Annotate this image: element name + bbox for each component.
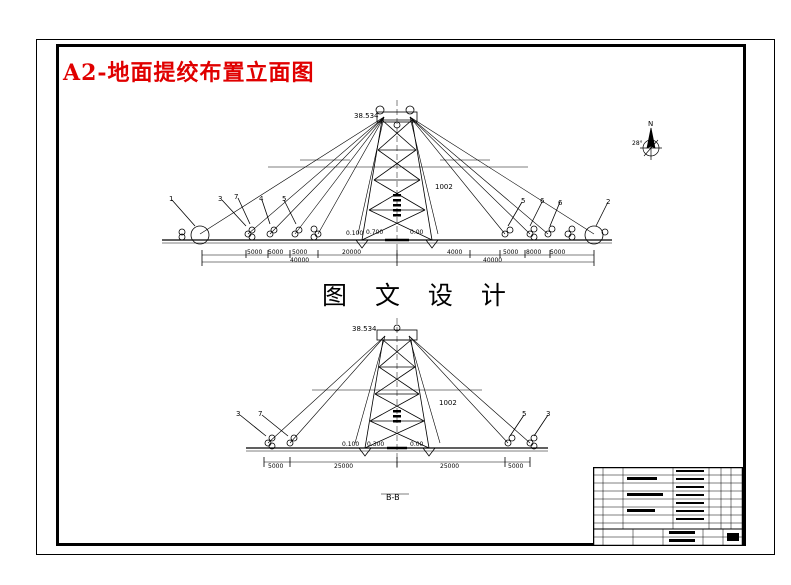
outer-frame [36,39,775,555]
top-elevation [162,100,612,266]
bottom-elevation [239,318,549,495]
top-dim-l4: 20000 [342,249,361,256]
bottom-stay-cables [267,335,531,444]
top-boom-mark: 1002 [435,183,453,191]
compass-label: 28° [632,140,643,147]
title-block [593,467,743,546]
anchors-right [501,225,609,245]
stay-cables-right [409,116,595,235]
bottom-callout-r1: 5 [522,410,526,418]
top-ground-left: 0.100 [346,230,363,237]
bottom-callout-r2: 3 [546,410,550,418]
bottom-apex-mark: 38.534 [352,325,377,333]
bottom-ground-left: 0.100 [342,441,359,448]
top-dim-r4: 5000 [550,249,565,256]
compass-north: N [648,120,653,128]
section-label: B-B [386,493,400,502]
top-callout-r3: 6 [558,199,563,207]
bottom-dim-2: 25000 [334,463,353,470]
top-total-right: 40000 [483,257,502,264]
top-callout-r4: 2 [606,198,610,206]
anchors-left [178,225,322,245]
top-callout-l2: 3 [218,195,222,203]
top-callout-l3: 7 [234,193,238,201]
bottom-callout-l2: 7 [258,410,262,418]
top-dim-r2: 5000 [503,249,518,256]
top-dim-l1: 5000 [247,249,262,256]
top-total-left: 40000 [290,257,309,264]
top-dim-l2: 5000 [268,249,283,256]
top-dim-l3: 5000 [292,249,307,256]
top-ground-right: 0.00 [410,229,424,236]
top-callout-l5: 5 [282,195,286,203]
top-apex-mark: 38.534 [354,112,379,120]
bottom-dim-1: 5000 [268,463,283,470]
bottom-ground-mid: 0.300 [367,441,384,448]
top-dim-r3: 8000 [526,249,541,256]
bottom-anchors [264,434,538,450]
top-callout-l1: 1 [169,195,173,203]
bottom-dim-3: 25000 [440,463,459,470]
top-callout-r2: 6 [540,197,545,205]
bottom-boom-mark: 1002 [439,399,457,407]
top-ground-mid: 0.700 [366,229,383,236]
top-callout-l4: 4 [259,195,264,203]
top-elevation-labels: 38.534 1002 1 3 7 4 5 5 6 6 2 0.100 0.70… [169,112,610,264]
top-dim-r1: 4000 [447,249,462,256]
drawing-title: A2-地面提绞布置立面图 [63,60,315,86]
stay-cables-left [199,116,385,235]
bottom-elevation-labels: 38.534 1002 3 7 5 3 0.100 0.300 0.00 500… [236,325,550,502]
drawing-border [56,44,746,546]
bottom-ground-right: 0.00 [410,441,424,448]
bottom-callout-l1: 3 [236,410,240,418]
north-compass [640,127,662,160]
top-callout-r1: 5 [521,197,525,205]
bottom-dim-4: 5000 [508,463,523,470]
center-caption: 图 文 设 计 [322,281,516,310]
